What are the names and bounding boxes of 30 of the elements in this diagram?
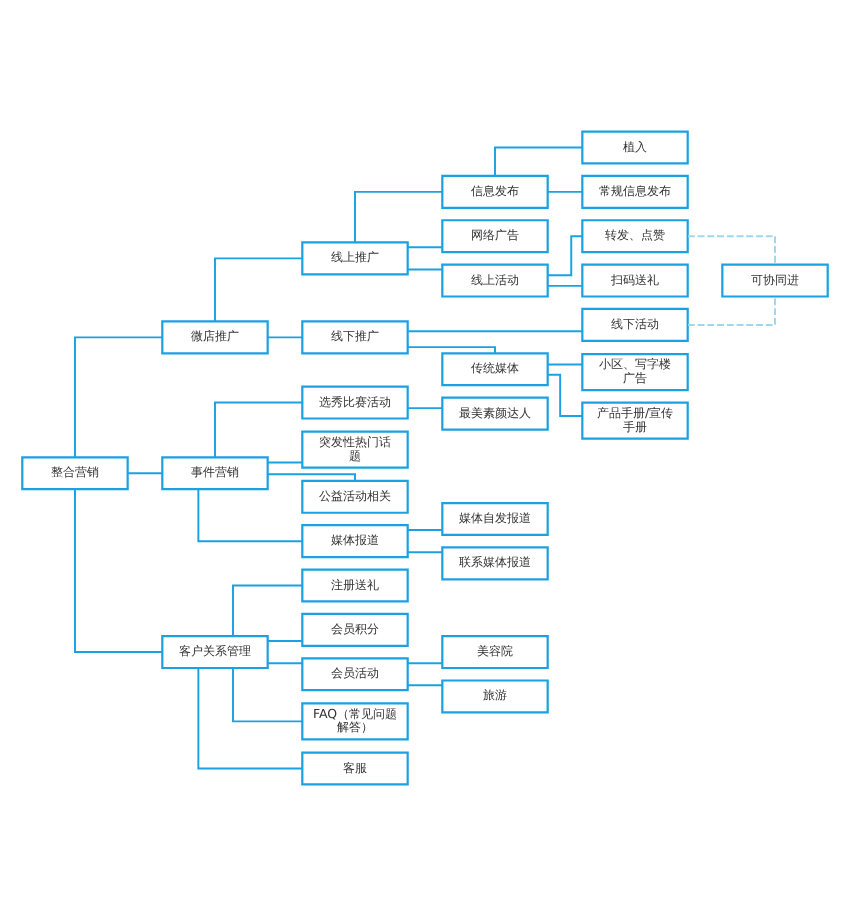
connector [686,295,776,326]
connector [406,407,443,410]
connector [406,246,443,249]
connector [406,268,443,271]
connector [266,336,303,339]
connector [232,584,304,637]
connector [406,529,443,532]
connector [266,461,303,464]
connector [546,363,583,366]
connector [546,284,583,287]
connector [266,662,303,665]
connector [74,488,164,654]
connector [232,667,304,723]
connector [126,472,163,475]
connector [74,336,164,459]
connector [547,235,583,277]
connector [546,190,583,193]
connector [406,551,443,554]
connector [494,146,584,177]
connector [354,190,444,244]
connector [197,667,303,770]
connector [406,684,443,687]
connector [214,257,304,323]
connector [407,330,583,333]
connector [406,346,496,355]
connector [686,235,776,266]
connector [266,640,303,642]
connector [214,401,304,459]
connector [406,662,443,665]
connector [197,488,303,543]
